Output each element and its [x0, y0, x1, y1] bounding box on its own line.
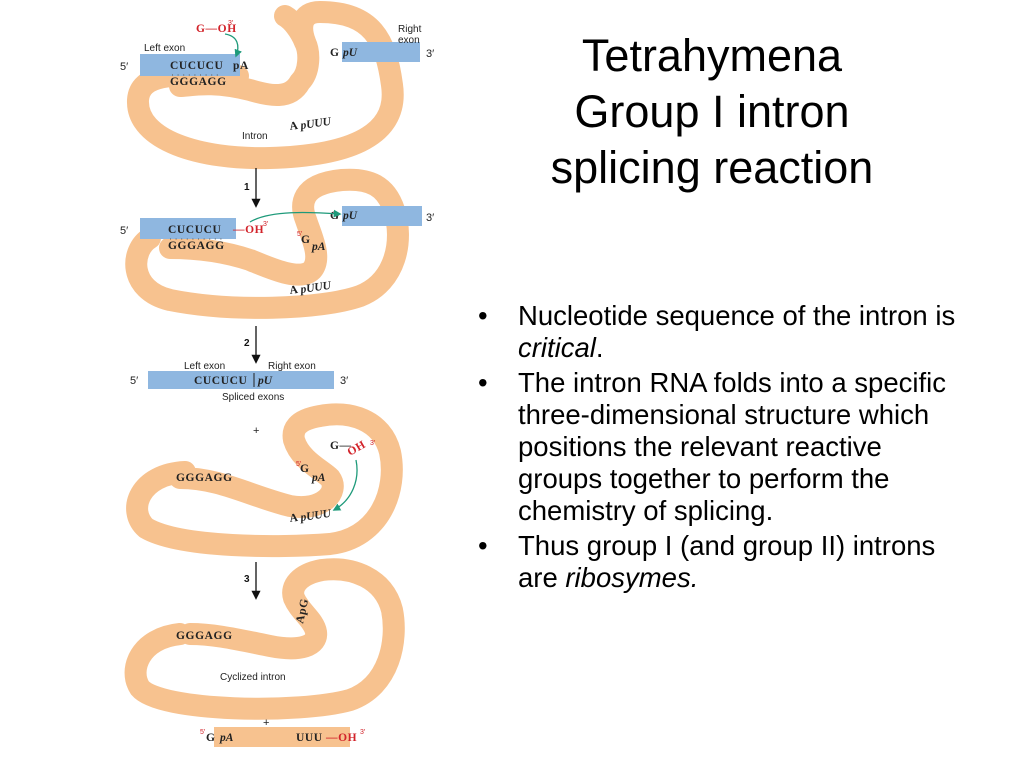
attack-arrow-3	[332, 459, 358, 511]
attack-arrow-2	[249, 209, 342, 223]
right-exon-label-1a: Right	[398, 24, 422, 35]
intron-loop-2	[125, 168, 409, 319]
spliced-exons-bar	[148, 371, 334, 389]
title-line-1: Tetrahymena	[581, 30, 843, 81]
plus-4: +	[263, 717, 269, 729]
sup-5-3: 5′	[296, 461, 302, 468]
bullet-text-3: Thus group I (and group II) introns are	[518, 530, 936, 593]
three-prime-3: 3′	[340, 375, 348, 387]
apuuu-rest-3: pUUU	[299, 508, 333, 524]
panel-4-cyclized-intron: GGGAGG ApG Cyclized intron + 5′ G pA UUU…	[124, 558, 405, 747]
sup-3-4: 3′	[360, 729, 366, 736]
pairing-seq-3: GGGAGG	[176, 472, 233, 484]
apuuu-a-1: A	[289, 120, 300, 133]
left-exon-2	[140, 218, 236, 239]
panel-3-spliced-exons: 5′ 3′ Left exon Right exon CUCUCU pU Spl…	[126, 361, 403, 558]
apuuu-a-2: A	[289, 284, 300, 297]
gpa-pa-3: pA	[311, 472, 326, 484]
step-number-3: 3	[244, 574, 250, 585]
step-2: 2	[244, 326, 261, 364]
right-exon-label-1b: exon	[398, 35, 420, 46]
attack-arrow-1	[224, 33, 242, 58]
oh-2: —OH	[232, 224, 264, 236]
bullet-tail-1: .	[595, 332, 604, 363]
bullet-emph-1: critical	[518, 332, 596, 363]
splicing-diagram: 5′ 3′ Left exon Right exon CUCUCU pA GGG…	[120, 1, 434, 747]
intron-tail-1	[274, 5, 316, 53]
bullet-marker: •	[478, 367, 488, 398]
pairing-seq-2: GGGAGG	[168, 240, 225, 252]
pa-1: pA	[233, 60, 249, 72]
bullet-text-2: The intron RNA folds into a specific thr…	[518, 367, 946, 526]
intron-label-1: Intron	[242, 131, 268, 142]
right-exon-1	[342, 42, 420, 62]
five-prime-2: 5′	[120, 225, 128, 237]
gpa-pa-2: pA	[311, 241, 326, 253]
gpu-g-1: G	[330, 47, 340, 59]
panel-1-precursor: 5′ 3′ Left exon Right exon CUCUCU pA GGG…	[120, 1, 434, 170]
frag-oh: —OH	[325, 732, 357, 744]
cyclized-intron-label: Cyclized intron	[220, 672, 286, 683]
title-line-2: Group I intron	[574, 86, 850, 137]
apg-junction: ApG	[294, 597, 311, 624]
bullet-marker: •	[478, 530, 488, 561]
bullet-item: • The intron RNA folds into a specific t…	[474, 367, 964, 527]
sup-3-2: 3′	[263, 221, 269, 228]
bullet-emph-3: ribosymes.	[565, 562, 699, 593]
right-exon-label-3: Right exon	[268, 361, 316, 372]
spliced-exons-label: Spliced exons	[222, 392, 284, 403]
g-oh-3-g: G—	[330, 440, 352, 452]
sup-3-3: 3′	[370, 440, 376, 447]
bullet-marker: •	[478, 300, 488, 331]
gpu-pu-2: pU	[342, 210, 358, 222]
left-exon-label-3: Left exon	[184, 361, 225, 372]
spliced-pu: pU	[257, 375, 273, 387]
cyclized-intron-loop	[124, 558, 405, 720]
apuuu-a-3: A	[289, 512, 300, 525]
guanosine-oh-1: G—OH	[196, 23, 237, 35]
step-number-2: 2	[244, 338, 250, 349]
pairing-seq-1: GGGAGG	[170, 76, 227, 88]
released-fragment	[214, 727, 350, 747]
apuuu-rest-2: pUUU	[299, 280, 333, 296]
three-prime-1: 3′	[426, 48, 434, 60]
sup-5-4: 5′	[200, 729, 206, 736]
intron-loop-3	[126, 403, 403, 558]
left-exon-label-1: Left exon	[144, 43, 185, 54]
apuuu-rest-1: pUUU	[299, 116, 333, 132]
gpa-g-2: G	[301, 234, 311, 246]
gpu-g-2: G	[330, 210, 340, 222]
gpu-pu-1: pU	[342, 47, 358, 59]
spliced-seq: CUCUCU	[194, 375, 248, 387]
left-exon-seq-1: CUCUCU	[170, 60, 224, 72]
slide-title: Tetrahymena Group I intron splicing reac…	[470, 28, 954, 196]
frag-g: G	[206, 732, 216, 744]
pairing-seq-4: GGGAGG	[176, 630, 233, 642]
five-prime-1: 5′	[120, 61, 128, 73]
title-line-3: splicing reaction	[550, 142, 874, 193]
bullet-item: • Nucleotide sequence of the intron is c…	[474, 300, 964, 364]
three-prime-2: 3′	[426, 212, 434, 224]
left-exon-1	[140, 54, 240, 76]
sup-5-2: 5′	[297, 231, 303, 238]
bullet-list: • Nucleotide sequence of the intron is c…	[474, 300, 964, 597]
gpa-g-3: G	[300, 463, 310, 475]
step-3: 3	[244, 562, 261, 600]
frag-uuu: UUU	[296, 732, 323, 744]
bullet-item: • Thus group I (and group II) introns ar…	[474, 530, 964, 594]
step-number-1: 1	[244, 182, 250, 193]
frag-pa: pA	[219, 732, 234, 744]
panel-2-first-transesterification: 5′ 3′ CUCUCU —OH 3′ GGGAGG G pU 5′ G pA …	[120, 168, 434, 319]
step-1: 1	[244, 168, 261, 208]
bullet-text-1: Nucleotide sequence of the intron is	[518, 300, 956, 331]
right-exon-2	[342, 206, 422, 226]
left-exon-seq-2: CUCUCU	[168, 224, 222, 236]
plus-3: +	[253, 425, 259, 437]
sup-3-1: 3′	[228, 20, 234, 27]
five-prime-3: 5′	[130, 375, 138, 387]
